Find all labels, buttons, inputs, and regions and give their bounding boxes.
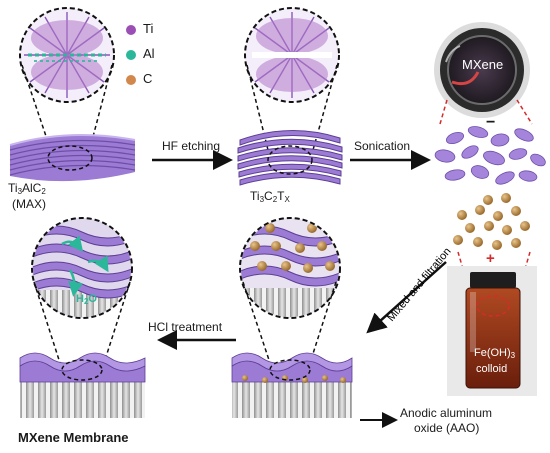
legend-label-ti: Ti (143, 21, 154, 36)
colloid-label-line1: Fe(OH)3 (474, 347, 516, 360)
mxene-accordion-stack (237, 129, 343, 186)
max-formula-label: Ti3AlC2 (8, 181, 46, 196)
minus-sign: − (486, 114, 496, 131)
mxene-vial-photo (434, 22, 530, 118)
arrow-mixed-filtration (366, 261, 447, 334)
colloid-bottle (447, 266, 537, 396)
legend-dot-c (126, 75, 136, 85)
mxene-vial-label: MXene (462, 57, 504, 72)
legend-label-c: C (143, 71, 153, 86)
final-membrane (19, 352, 146, 418)
intermediate-membrane (231, 352, 353, 418)
legend-dot-al (126, 50, 136, 60)
max-crystal-zoom (19, 7, 115, 103)
mxene-crystal-zoom (244, 7, 340, 103)
mxene-formula-label: Ti3C2TX (250, 189, 290, 204)
final-zoom (31, 217, 133, 319)
mxene-membrane-label: MXene Membrane (18, 430, 129, 445)
legend-label-al: Al (143, 46, 155, 61)
max-paren-label: (MAX) (12, 197, 46, 211)
intermediate-zoom (239, 217, 341, 319)
plus-sign: + (486, 250, 495, 267)
legend-dot-ti (126, 25, 136, 35)
aao-label-line1: Anodic aluminum (400, 406, 493, 420)
step-mixed-filtration: Mixed and filtration (385, 245, 454, 323)
step-hcl-treatment: HCl treatment (148, 320, 223, 334)
mxene-flakes (434, 126, 546, 185)
colloid-label-line2: colloid (476, 363, 508, 375)
water-label: H2O (76, 293, 97, 306)
feoh3-particles (453, 193, 530, 250)
step-sonication: Sonication (354, 139, 411, 153)
step-hf-etching: HF etching (162, 139, 221, 153)
aao-label-line2: oxide (AAO) (414, 421, 480, 435)
max-layer-stack (9, 134, 136, 182)
